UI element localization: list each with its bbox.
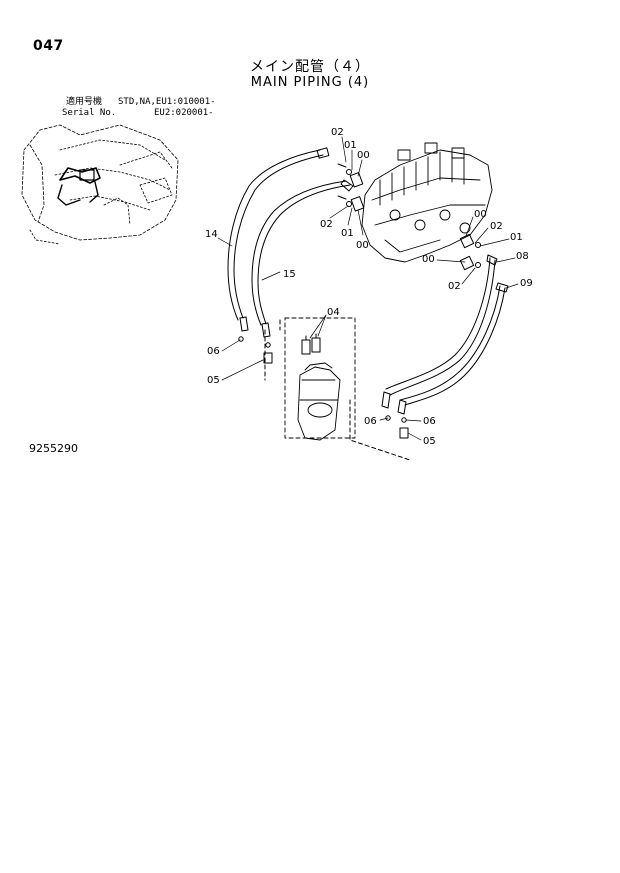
dashed-guide-left [264,319,281,381]
callout-15: 15 [283,269,296,280]
callout-00-mid: 00 [356,240,369,251]
callout-01-top: 01 [344,140,357,151]
callout-00-lower: 00 [422,254,435,265]
callout-02-lower: 02 [448,281,461,292]
hose-14 [227,147,330,332]
hose-09 [381,282,509,415]
callout-02-right: 02 [490,221,503,232]
callout-02-top: 02 [331,127,344,138]
title-japanese: メイン配管（４） [250,59,370,75]
excavator-thumbnail-icon [21,124,179,245]
callout-04: 04 [327,307,340,318]
flange-set-upper [337,163,365,212]
callout-01-right: 01 [510,232,523,243]
serial-label-english: Serial No. [62,108,117,118]
callout-01-mid: 01 [341,228,354,239]
flange-set-right [459,233,481,271]
callout-06-far-right: 06 [423,416,436,427]
dashed-guide-lower [349,399,411,461]
callout-05-right: 05 [423,436,436,447]
callout-02-mid: 02 [320,219,333,230]
callout-06-left: 06 [207,346,220,357]
serial-range-line-2: EU2:020001- [154,108,214,118]
leader-lines [217,136,519,441]
page-number: 047 [33,38,64,54]
callout-14: 14 [205,229,218,240]
callout-06-right: 06 [364,416,377,427]
drawing-number: 9255290 [29,442,78,455]
callout-08: 08 [516,251,529,262]
title-english: MAIN PIPING (4) [250,75,370,90]
oring-06-right [385,415,407,423]
hose-15 [251,179,354,338]
callout-09: 09 [520,278,533,289]
serial-range-line-1: STD,NA,EU1:010001- [118,97,216,107]
serial-label-japanese: 適用号機 [66,97,103,107]
callout-05-left: 05 [207,375,220,386]
callout-00-top: 00 [357,150,370,161]
fitting-04 [301,333,321,355]
adapter-05-right [399,427,409,439]
control-valve [361,142,493,263]
swing-unit [284,317,356,441]
oring-06-left [238,336,271,348]
hose-08 [385,254,498,396]
adapter-05-left [263,352,273,364]
callout-00-right: 00 [474,209,487,220]
